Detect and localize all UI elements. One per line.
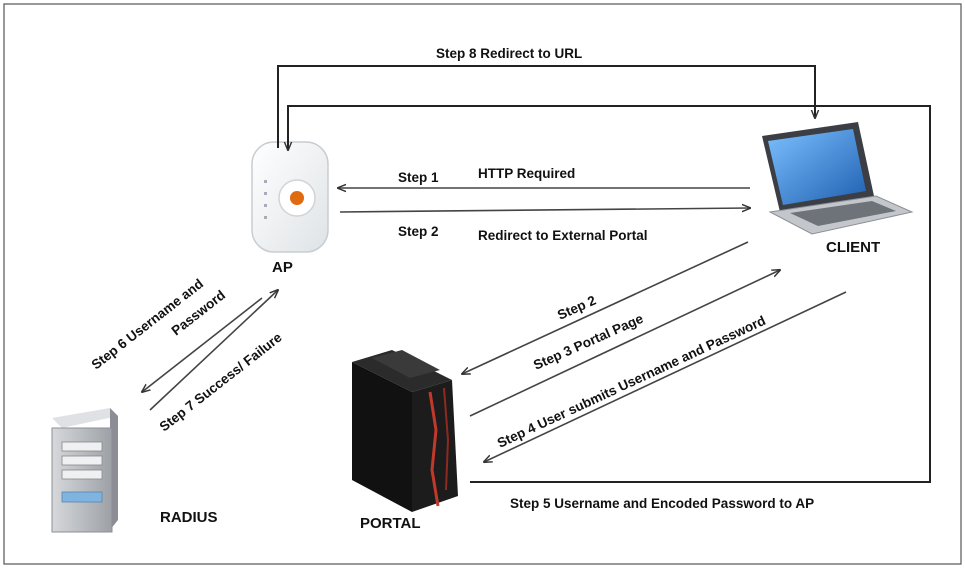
diagram-frame [3, 3, 962, 565]
step1-num: Step 1 [398, 170, 439, 185]
portal-label: PORTAL [360, 515, 421, 532]
step1-text: HTTP Required [478, 166, 575, 181]
step8-label: Step 8 Redirect to URL [436, 46, 582, 61]
step2-num: Step 2 [398, 224, 439, 239]
step8-line [277, 65, 815, 148]
step5-loop-line [288, 105, 931, 483]
step3-arrow [469, 270, 780, 417]
step4-label: Step 4 User submits Username and Passwor… [495, 313, 768, 451]
ap-device-icon [251, 141, 329, 253]
step6-arrow [142, 297, 263, 392]
portal-server-icon [352, 350, 458, 512]
laptop-client-icon [762, 122, 914, 235]
step4-arrow [484, 291, 847, 462]
ap-label: AP [272, 259, 293, 276]
radius-label: RADIUS [160, 509, 218, 526]
radius-server-icon [51, 408, 118, 533]
step2b-label: Step 2 [555, 293, 598, 323]
step7-arrow [149, 290, 278, 411]
step5-label: Step 5 Username and Encoded Password to … [510, 496, 814, 511]
client-label: CLIENT [826, 239, 880, 256]
step2-text: Redirect to External Portal [478, 228, 648, 243]
step2-arrow [339, 208, 750, 213]
step7-label: Step 7 Success/ Failure [157, 329, 285, 434]
step2b-arrow [462, 241, 749, 374]
